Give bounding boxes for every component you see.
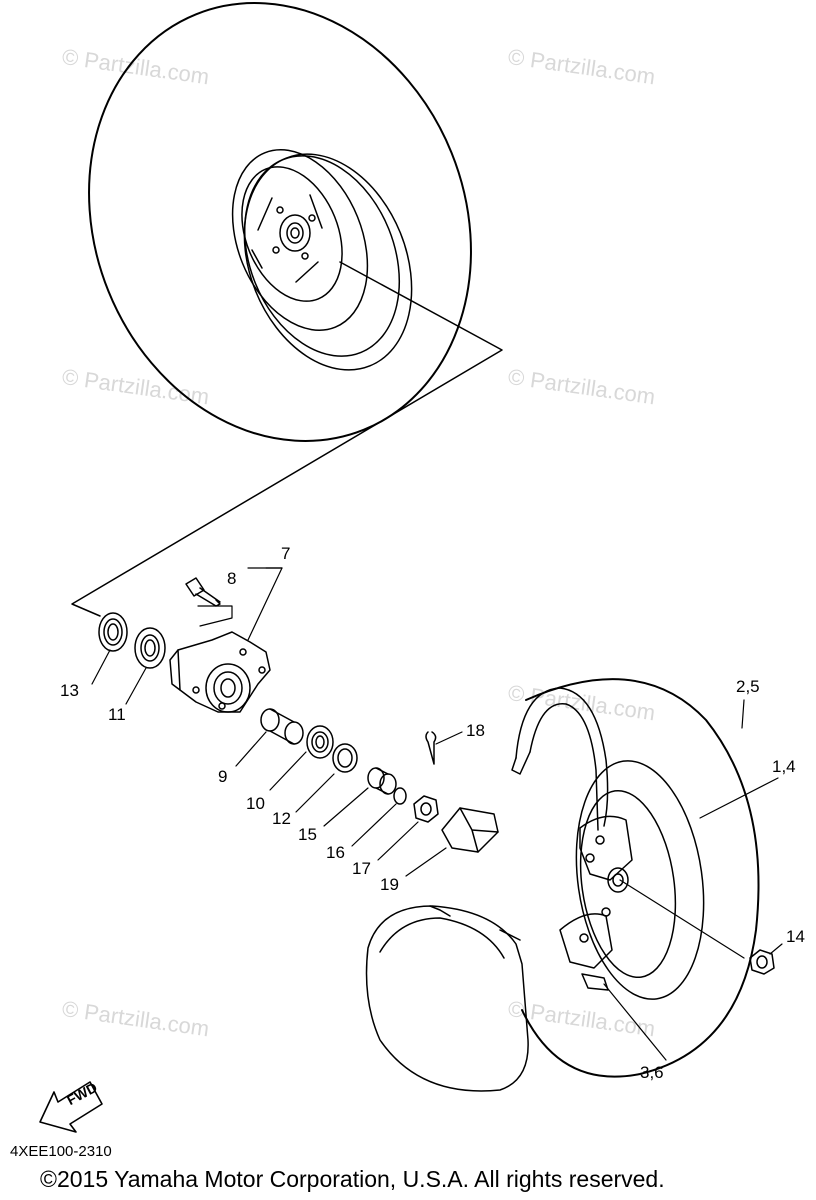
fwd-arrow-icon bbox=[39, 1081, 103, 1133]
callout-19[interactable]: 19 bbox=[380, 875, 399, 894]
callout-18[interactable]: 18 bbox=[466, 721, 485, 740]
wheel-nut-14 bbox=[749, 949, 775, 975]
cotter-pin-18 bbox=[425, 731, 437, 765]
callout-13[interactable]: 13 bbox=[60, 681, 79, 700]
bearing-10 bbox=[306, 725, 334, 759]
callout-16[interactable]: 16 bbox=[326, 843, 345, 862]
axle-nut-17 bbox=[413, 795, 439, 823]
callout-3-6[interactable]: 3,6 bbox=[640, 1063, 664, 1082]
callout-2-5[interactable]: 2,5 bbox=[736, 677, 760, 696]
hub-bracket-leaders bbox=[197, 567, 283, 641]
assembly-leader-line bbox=[71, 261, 503, 617]
bearing-13 bbox=[98, 612, 128, 652]
callout-leaders bbox=[91, 649, 783, 1061]
callout-8[interactable]: 8 bbox=[227, 569, 237, 588]
copyright-notice: ©2015 Yamaha Motor Corporation, U.S.A. A… bbox=[40, 1166, 665, 1192]
callout-1-4[interactable]: 1,4 bbox=[772, 757, 796, 776]
callout-17[interactable]: 17 bbox=[352, 859, 371, 878]
callout-7[interactable]: 7 bbox=[281, 544, 291, 563]
spacer-9 bbox=[260, 708, 304, 745]
callout-10[interactable]: 10 bbox=[246, 794, 265, 813]
tire-and-rim-exploded bbox=[365, 678, 760, 1092]
callout-12[interactable]: 12 bbox=[272, 809, 291, 828]
hub-cap-19 bbox=[441, 807, 499, 853]
callout-14[interactable]: 14 bbox=[786, 927, 805, 946]
hub-bolt-8 bbox=[185, 577, 221, 607]
oil-seal-12 bbox=[332, 743, 358, 773]
callout-9[interactable]: 9 bbox=[218, 767, 228, 786]
washer-16 bbox=[393, 787, 407, 805]
collar-15 bbox=[367, 767, 397, 795]
assembled-wheel bbox=[88, 2, 472, 442]
callout-15[interactable]: 15 bbox=[298, 825, 317, 844]
wheel-hub-7 bbox=[169, 631, 271, 713]
callout-11[interactable]: 11 bbox=[108, 705, 126, 724]
drawing-number: 4XEE100-2310 bbox=[10, 1143, 112, 1160]
bearing-11 bbox=[134, 627, 166, 669]
